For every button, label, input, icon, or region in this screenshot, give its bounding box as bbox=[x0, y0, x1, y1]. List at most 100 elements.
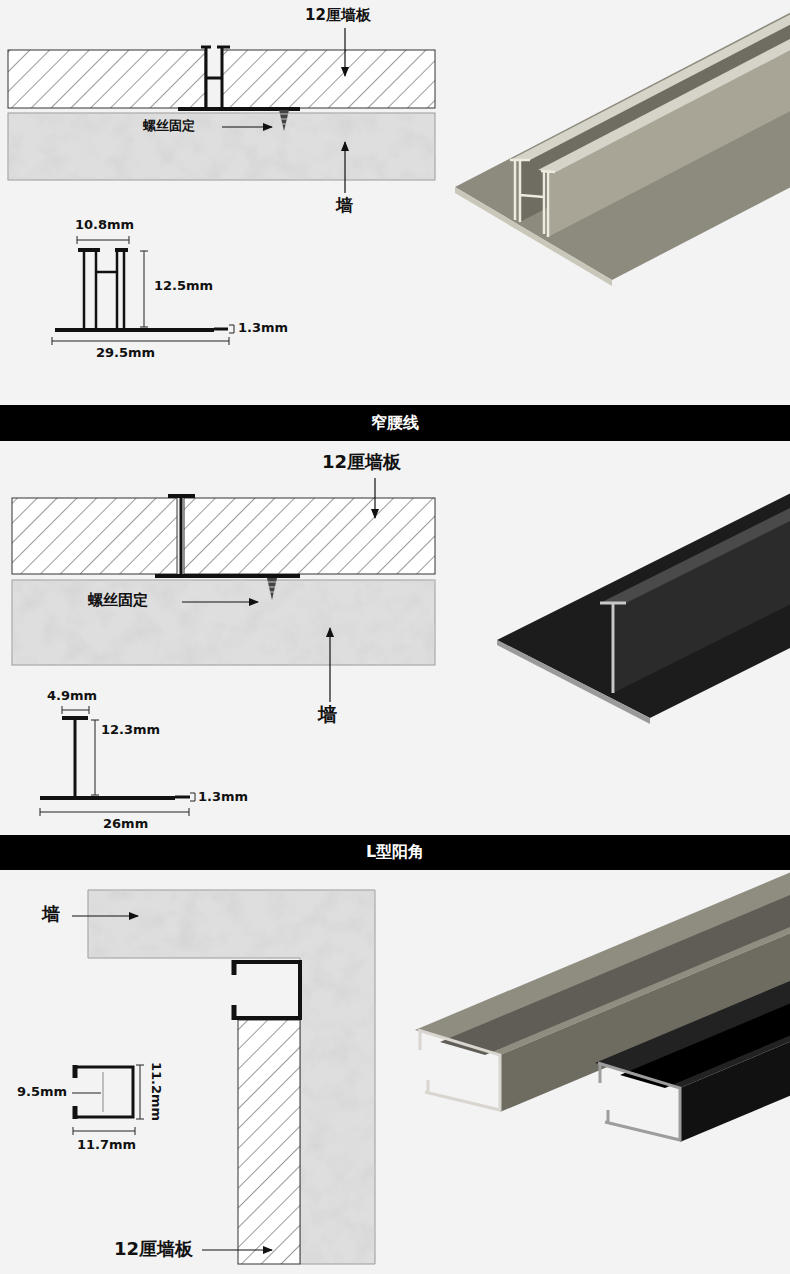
profile-section-part bbox=[74, 718, 77, 796]
screw-part bbox=[267, 578, 277, 600]
wall-concrete-part bbox=[12, 580, 435, 665]
part-name: 墙 bbox=[336, 196, 353, 216]
profile-section-part bbox=[55, 328, 214, 332]
l-profile-part bbox=[232, 960, 237, 1020]
profile-section-part bbox=[84, 250, 124, 328]
product-photo-part bbox=[600, 603, 626, 693]
part-name: 墙 bbox=[318, 704, 337, 726]
profile-section-part bbox=[175, 796, 190, 799]
product-photo-part bbox=[510, 0, 790, 160]
note: 螺丝固定 bbox=[143, 119, 195, 134]
product-photo-part bbox=[598, 1063, 680, 1140]
wall-concrete-part bbox=[12, 580, 435, 665]
wall-panel-part bbox=[8, 50, 205, 108]
dimension: 9.5mm bbox=[17, 1085, 67, 1100]
l-profile-part bbox=[233, 962, 300, 1018]
profile-section-part bbox=[75, 1067, 133, 1117]
section-title: L型阳角 bbox=[366, 842, 424, 863]
wall-concrete bbox=[8, 113, 435, 180]
wall-concrete-part bbox=[8, 113, 435, 180]
dimension: 1.3mm bbox=[198, 790, 248, 805]
dimension-line bbox=[52, 236, 234, 345]
t-profile-part bbox=[180, 496, 183, 575]
dimension-line-part bbox=[40, 808, 189, 816]
dimension: 29.5mm bbox=[96, 346, 155, 361]
profile-section-part bbox=[40, 796, 175, 800]
profile-section bbox=[55, 250, 228, 330]
wall-concrete-part bbox=[88, 890, 375, 1264]
profile-section bbox=[40, 718, 190, 798]
dimension: 12.5mm bbox=[154, 279, 213, 294]
h-profile-part bbox=[201, 47, 230, 108]
dimension: 10.8mm bbox=[75, 218, 134, 233]
note: 螺丝固定 bbox=[88, 592, 148, 609]
part-name: 墙 bbox=[42, 904, 60, 925]
leader-line-part bbox=[344, 28, 345, 76]
dimension: 4.9mm bbox=[47, 689, 97, 704]
dimension-line bbox=[40, 706, 195, 816]
dimension-line bbox=[72, 1065, 144, 1135]
profile-section-part bbox=[78, 248, 128, 252]
dimension-line-part bbox=[91, 720, 99, 795]
dimension-line-part bbox=[73, 1127, 135, 1135]
wall-panel-part bbox=[184, 498, 435, 574]
screw bbox=[279, 110, 289, 131]
part-name: 12厘墙板 bbox=[114, 1239, 193, 1260]
dimension-line-part bbox=[52, 337, 229, 345]
dimension-line-part bbox=[136, 1065, 144, 1119]
profile-section-part bbox=[103, 1072, 104, 1112]
leader-line-part bbox=[202, 1249, 272, 1250]
screw-part bbox=[279, 114, 289, 124]
leader-line-part bbox=[374, 478, 375, 518]
profile-section-part bbox=[73, 1065, 78, 1119]
t-profile bbox=[155, 496, 300, 576]
leader-line bbox=[222, 28, 345, 193]
profile-section-part bbox=[96, 271, 117, 274]
dimension-line-part bbox=[140, 251, 148, 327]
product-photo-part bbox=[615, 405, 790, 692]
dimension-line-part bbox=[190, 793, 195, 801]
dimension: 1.3mm bbox=[238, 321, 288, 336]
leader-line-part bbox=[182, 601, 258, 602]
wall-panel bbox=[12, 498, 435, 574]
dimension-line-part bbox=[229, 325, 234, 333]
dimension: 26mm bbox=[103, 817, 148, 832]
wall-concrete bbox=[88, 890, 375, 1264]
product-photo-part bbox=[620, 907, 790, 1088]
product-photo bbox=[415, 862, 790, 1142]
product-photo bbox=[455, 0, 790, 286]
part-name: 12厘墙板 bbox=[322, 452, 401, 473]
wall-panel-part bbox=[238, 1020, 300, 1264]
dimension: 11.7mm bbox=[77, 1138, 136, 1153]
dimension-line-part bbox=[72, 1093, 101, 1094]
section-band: 窄腰线 bbox=[0, 405, 790, 441]
wall-panel-part bbox=[12, 498, 177, 574]
section-title: 窄腰线 bbox=[371, 413, 419, 434]
profile-section-part bbox=[214, 328, 228, 331]
leader-line bbox=[72, 916, 272, 1250]
dimension: 12.3mm bbox=[101, 723, 160, 738]
h-profile bbox=[178, 47, 300, 109]
product-photo bbox=[497, 403, 790, 724]
t-profile-part bbox=[155, 574, 300, 578]
screw-part bbox=[267, 582, 277, 592]
wall-panel bbox=[238, 1020, 300, 1264]
dimension-line-part bbox=[62, 706, 89, 714]
product-photo-part bbox=[538, 0, 790, 172]
part-name: 12厘墙板 bbox=[305, 7, 371, 24]
leader-line bbox=[182, 478, 375, 702]
wall-concrete-part bbox=[8, 113, 435, 180]
section-band: L型阳角 bbox=[0, 835, 790, 870]
screw-part bbox=[279, 110, 289, 131]
wall-concrete-part bbox=[88, 890, 375, 1264]
leader-line-part bbox=[222, 126, 272, 127]
screw bbox=[267, 578, 277, 600]
l-profile bbox=[233, 960, 300, 1020]
profile-section bbox=[75, 1065, 133, 1119]
wall-concrete bbox=[12, 580, 435, 665]
dimension-line-part bbox=[77, 236, 129, 244]
product-photo-part bbox=[418, 1030, 500, 1110]
dimension: 11.2mm bbox=[148, 1062, 163, 1121]
